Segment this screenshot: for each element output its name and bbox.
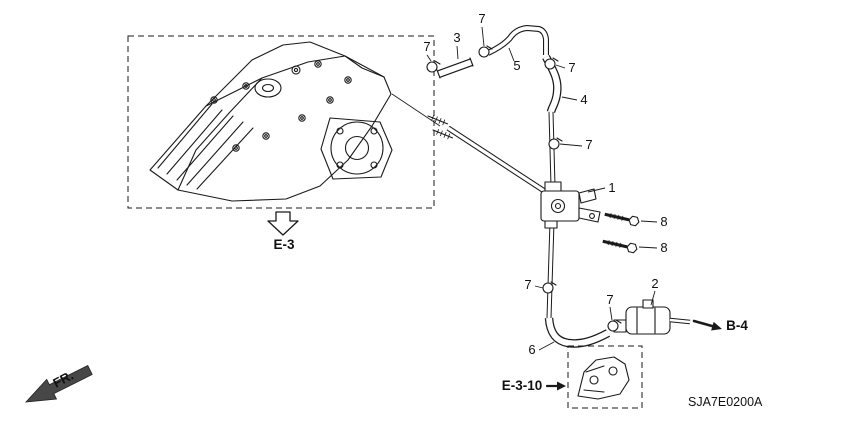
callout-7e[interactable]: 7 (524, 277, 531, 292)
bolt-8-upper (604, 212, 640, 227)
mounting-stud-lower (432, 128, 454, 140)
pipe-5 (486, 25, 549, 56)
bolt-8-lower (602, 239, 638, 254)
clamp-7f (607, 319, 622, 332)
tube-3 (436, 57, 474, 79)
e3-10-arrowhead (557, 381, 566, 391)
e3-10-reference[interactable]: E-3-10 (502, 378, 566, 393)
engine-assembly-dashed-box (127, 35, 435, 209)
callout-8b[interactable]: 8 (660, 240, 667, 255)
b4-arrowhead (711, 321, 722, 331)
clamp-7b (478, 45, 493, 58)
callout-7f[interactable]: 7 (606, 292, 613, 307)
fr-arrow-icon (24, 364, 93, 403)
b4-label[interactable]: B-4 (726, 318, 748, 333)
e3-10-label[interactable]: E-3-10 (502, 378, 543, 393)
fr-direction: FR. (24, 364, 93, 403)
bracket-illustration (577, 356, 630, 400)
clamp-7e (542, 281, 557, 294)
callout-5[interactable]: 5 (513, 58, 520, 73)
hose-6 (544, 317, 611, 348)
e3-label[interactable]: E-3 (273, 237, 295, 252)
callout-6[interactable]: 6 (528, 342, 535, 357)
throttle-body-flange (320, 117, 393, 180)
callout-1[interactable]: 1 (608, 180, 615, 195)
b4-reference[interactable]: B-4 (692, 318, 748, 333)
callout-3[interactable]: 3 (453, 30, 460, 45)
callout-8a[interactable]: 8 (660, 214, 667, 229)
e3-reference[interactable]: E-3 (267, 211, 299, 252)
callout-2[interactable]: 2 (651, 276, 658, 291)
e3-down-arrow (267, 211, 299, 236)
leader-lines (426, 26, 658, 351)
clamp-7a (426, 60, 441, 73)
clamp-7d (548, 137, 563, 150)
manifold-connection-line (391, 93, 441, 127)
bracket-dashed-box (567, 345, 643, 409)
purge-pipe-lower (546, 221, 555, 319)
callout-7a[interactable]: 7 (423, 39, 430, 54)
purge-control-valve (540, 181, 601, 229)
mounting-stud-upper (427, 114, 449, 126)
callout-4[interactable]: 4 (580, 92, 587, 107)
callout-7b[interactable]: 7 (478, 11, 485, 26)
callout-7c[interactable]: 7 (568, 60, 575, 75)
oil-cap (254, 78, 282, 98)
check-valve-2 (613, 299, 691, 335)
engine-illustration (149, 41, 393, 202)
tube-assembly-main-pipe (446, 125, 554, 199)
callout-7d[interactable]: 7 (585, 137, 592, 152)
clamp-7c (544, 57, 559, 70)
diagram-code: SJA7E0200A (688, 395, 763, 409)
